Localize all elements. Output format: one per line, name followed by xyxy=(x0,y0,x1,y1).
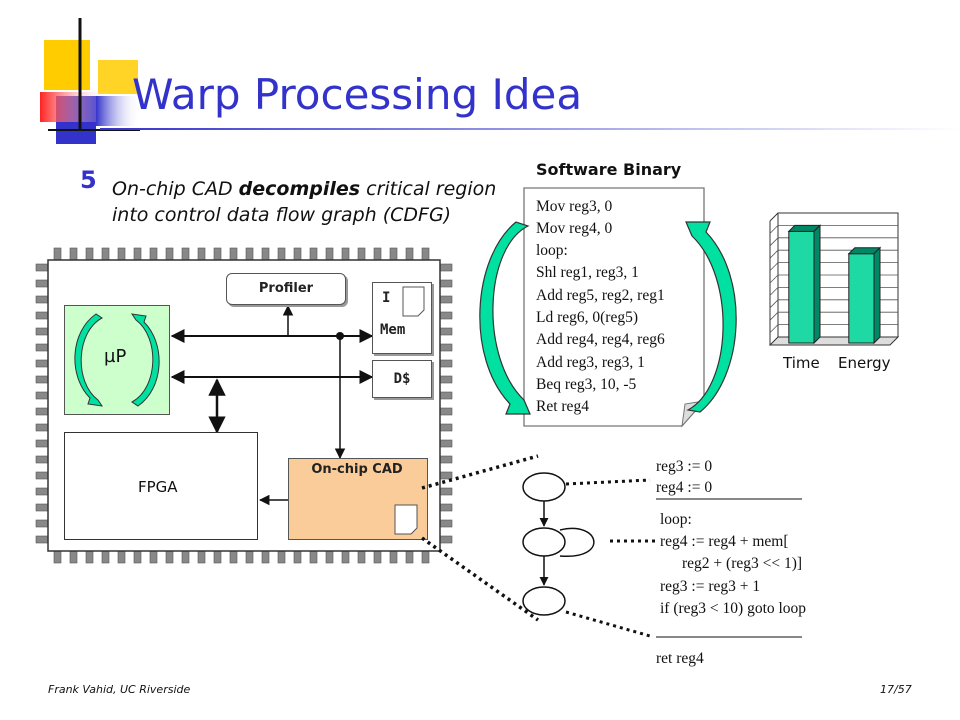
fpga-label: FPGA xyxy=(138,478,178,496)
binary-line: Add reg4, reg4, reg6 xyxy=(536,331,665,348)
binary-line: loop: xyxy=(536,242,568,259)
chart-gridline-side xyxy=(769,324,779,333)
title-underline xyxy=(100,128,960,130)
chart-gridline-side xyxy=(769,299,779,309)
binary-title: Software Binary xyxy=(536,160,682,179)
chart-gridline-side xyxy=(769,249,779,259)
imem-document-icon xyxy=(402,286,425,317)
chart-gridline-side xyxy=(769,225,779,234)
binary-line: Beq reg3, 10, -5 xyxy=(536,376,637,393)
chart-bar xyxy=(848,253,875,344)
chart-gridline-side xyxy=(769,274,779,284)
cdfg-code-line: loop: xyxy=(660,511,692,528)
onchip-cad-label: On-chip CAD xyxy=(311,462,403,477)
cdfg-node xyxy=(522,586,566,616)
cycle-arrow-left-icon xyxy=(479,221,531,415)
cycle-arrow-right-icon xyxy=(685,221,737,413)
cdfg-code-line: ret reg4 xyxy=(656,650,704,667)
binary-line: Mov reg4, 0 xyxy=(536,220,613,237)
profiler-block: Profiler xyxy=(226,273,346,305)
bullet-text-a: On-chip CAD xyxy=(112,178,239,200)
chart-bar-side xyxy=(813,224,821,345)
footer-author: Frank Vahid, UC Riverside xyxy=(48,683,191,696)
up-cycle-arrows-icon xyxy=(74,313,160,407)
cdfg-code-line: reg2 + (reg3 << 1)] xyxy=(682,555,803,572)
cad-document-icon xyxy=(394,504,418,535)
imem-label-2: Mem xyxy=(380,322,406,338)
cdfg-code-line: reg3 := reg3 + 1 xyxy=(660,578,761,595)
bullet-line-2: into control data flow graph (CDFG) xyxy=(112,204,452,226)
chart-gridline-side xyxy=(769,262,779,271)
chart-left-edge xyxy=(769,212,779,222)
page-title: Warp Processing Idea xyxy=(132,70,583,119)
cdfg-node xyxy=(522,472,566,502)
cdfg-code-line: reg4 := reg4 + mem[ xyxy=(660,533,789,550)
imem-label-1: I xyxy=(382,290,391,306)
chart-xlabel-time: Time xyxy=(783,354,820,372)
cdfg-code-line: if (reg3 < 10) goto loop xyxy=(660,600,807,617)
microprocessor-label: µP xyxy=(104,346,127,367)
binary-line: Shl reg1, reg3, 1 xyxy=(536,264,639,281)
profiler-label: Profiler xyxy=(258,281,314,296)
binary-line: Ld reg6, 0(reg5) xyxy=(536,309,638,326)
data-cache-label: D$ xyxy=(393,371,411,387)
binary-line: Add reg5, reg2, reg1 xyxy=(536,287,665,304)
logo-decoration xyxy=(40,18,140,144)
fpga-block xyxy=(64,432,258,540)
time-energy-chart xyxy=(768,212,900,346)
cdfg-code-line: reg3 := 0 xyxy=(656,458,713,475)
bullet-line-1: On-chip CAD decompiles critical region xyxy=(112,178,496,200)
bullet-text-c: critical region xyxy=(360,178,497,200)
cdfg-code-line: reg4 := 0 xyxy=(656,479,713,496)
binary-line: Mov reg3, 0 xyxy=(536,198,613,215)
chart-bar-side xyxy=(873,246,881,345)
chart-gridline-side xyxy=(769,311,779,321)
footer-page-number: 17/57 xyxy=(880,683,912,696)
chart-gridline-side xyxy=(769,287,779,296)
chart-gridline-side xyxy=(769,237,779,247)
data-cache-block: D$ xyxy=(372,360,432,398)
bullet-number: 5 xyxy=(80,166,97,194)
cdfg-node xyxy=(522,527,566,557)
binary-line: Add reg3, reg3, 1 xyxy=(536,354,645,371)
bullet-emphasis: decompiles xyxy=(238,178,361,200)
chart-xlabel-energy: Energy xyxy=(838,354,891,372)
binary-line: Ret reg4 xyxy=(536,398,589,415)
